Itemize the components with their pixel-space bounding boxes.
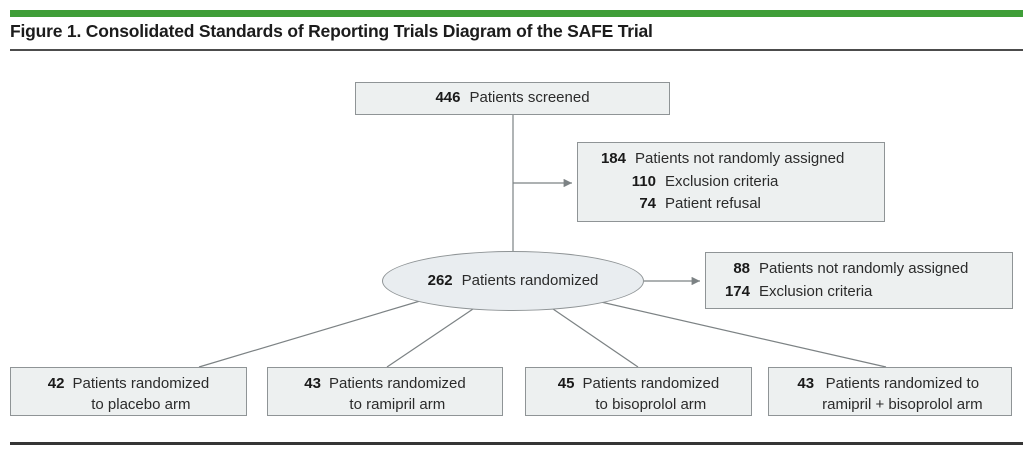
not-assigned-top-label: Patients not randomly assigned (635, 150, 845, 168)
exclusion-criteria-mid-row: 174 Exclusion criteria (716, 281, 1012, 304)
randomized-ellipse: 262 Patients randomized (382, 251, 644, 311)
not-assigned-mid-label: Patients not randomly assigned (759, 260, 969, 277)
title-divider (10, 49, 1023, 51)
connector-to-ramipril-arm (386, 308, 474, 368)
not-assigned-top-box: 184 Patients not randomly assigned 110 E… (577, 142, 885, 222)
patient-refusal-row: 74 Patient refusal (588, 193, 884, 216)
exclusion-criteria-mid-label: Exclusion criteria (759, 282, 873, 300)
figure-accent-bar (10, 10, 1023, 17)
bisoprolol-arm-label: Patients randomized to bisoprolol arm (582, 373, 719, 415)
bisoprolol-arm-box: 45 Patients randomized to bisoprolol arm (525, 367, 752, 416)
screened-box: 446 Patients screened (355, 82, 670, 115)
combo-arm-box: 43 Patients randomized to ramipril + biso… (768, 367, 1012, 416)
not-assigned-mid-box: 88 Patients not randomly assigned 174 Ex… (705, 252, 1013, 309)
figure-title: Figure 1. Consolidated Standards of Repo… (10, 21, 653, 41)
bisoprolol-arm-line2: to bisoprolol arm (595, 396, 707, 413)
connector-to-placebo-arm (198, 300, 421, 368)
ramipril-arm-label: Patients randomized to ramipril arm (329, 373, 466, 415)
connector-to-combo-arm (600, 301, 887, 368)
not-assigned-top-count: 184 (600, 150, 626, 168)
not-assigned-top-row: 184 Patients not randomly assigned (588, 148, 884, 171)
exclusion-criteria-row: 110 Exclusion criteria (588, 171, 884, 194)
combo-arm-line2: ramipril + bisoprolol arm (822, 396, 983, 413)
exclusion-criteria-count: 110 (631, 172, 656, 190)
randomized-count: 262 (427, 271, 453, 289)
placebo-arm-count: 42 (47, 375, 65, 392)
screened-count: 446 (435, 89, 461, 107)
ramipril-arm-line1: Patients randomized (328, 375, 466, 392)
patient-refusal-count: 74 (639, 195, 656, 213)
placebo-arm-label: Patients randomized to placebo arm (72, 373, 209, 415)
screened-label: Patients screened (469, 89, 590, 107)
placebo-arm-box: 42 Patients randomized to placebo arm (10, 367, 247, 416)
exclusion-criteria-mid-count: 174 (724, 282, 750, 300)
not-assigned-mid-row: 88 Patients not randomly assigned (716, 258, 1012, 281)
placebo-arm-line1: Patients randomized (72, 375, 210, 392)
not-assigned-mid-count: 88 (733, 260, 750, 277)
bisoprolol-arm-count: 45 (557, 375, 575, 392)
ramipril-arm-box: 43 Patients randomized to ramipril arm (267, 367, 503, 416)
combo-arm-count: 43 (797, 375, 815, 392)
randomized-label: Patients randomized (461, 271, 599, 289)
ramipril-arm-line2: to ramipril arm (349, 396, 446, 413)
combo-arm-line1: Patients randomized to (825, 375, 980, 392)
ramipril-arm-count: 43 (304, 375, 321, 392)
placebo-arm-line2: to placebo arm (91, 396, 191, 413)
bisoprolol-arm-line1: Patients randomized (582, 375, 720, 392)
exclusion-criteria-label: Exclusion criteria (665, 172, 779, 190)
figure-bottom-divider (10, 442, 1023, 445)
patient-refusal-label: Patient refusal (665, 195, 761, 213)
connector-to-bisoprolol-arm (552, 308, 639, 368)
combo-arm-label: Patients randomized to ramipril + bisopro… (822, 373, 982, 415)
